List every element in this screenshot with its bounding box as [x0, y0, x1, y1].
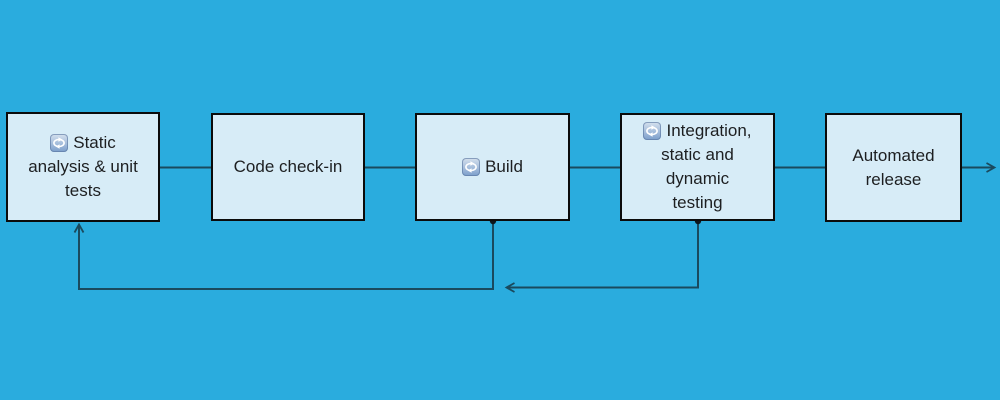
repeat-icon: [643, 121, 662, 140]
node-label: Integration, static and dynamic testing: [635, 119, 759, 215]
node-text: Code check-in: [233, 157, 343, 176]
node-text: Build: [485, 157, 523, 176]
repeat-icon: [50, 133, 69, 152]
node-text: Static analysis & unit tests: [28, 133, 138, 200]
edge-feedback-build-to-static: [73, 221, 494, 290]
node-text: Automated release: [852, 145, 935, 189]
node-build[interactable]: Build: [415, 113, 570, 221]
node-label: Static analysis & unit tests: [20, 131, 146, 203]
node-label: Code check-in: [226, 155, 351, 179]
node-label: Automated release: [844, 144, 942, 192]
node-automated-release[interactable]: Automated release: [825, 113, 962, 222]
node-integration-testing[interactable]: Integration, static and dynamic testing: [620, 113, 775, 221]
node-code-check-in[interactable]: Code check-in: [211, 113, 365, 221]
node-text: Integration, static and dynamic testing: [661, 121, 752, 212]
node-label: Build: [454, 155, 531, 179]
repeat-icon: [462, 157, 481, 176]
node-static-analysis[interactable]: Static analysis & unit tests: [6, 112, 160, 222]
edge-feedback-integration: [504, 221, 699, 293]
